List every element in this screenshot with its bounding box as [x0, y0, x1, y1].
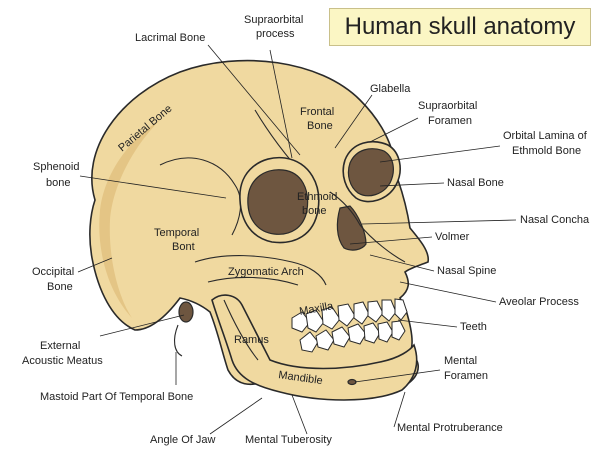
label-supraorbital-process-line1: Supraorbital [244, 14, 303, 26]
label-angle-of-jaw: Angle Of Jaw [150, 434, 215, 446]
label-glabella: Glabella [370, 83, 411, 95]
skull-illustration [89, 59, 430, 401]
inside-labels: Parietal Bone Frontal Bone Ethmoid bone … [116, 103, 337, 388]
outside-labels: Lacrimal Bone Supraorbital process Glabe… [22, 14, 590, 446]
upper-teeth [291, 298, 408, 333]
label-sphenoid-line1: Sphenoid [33, 161, 80, 173]
orbit-socket [247, 169, 309, 235]
title-box: Human skull anatomy [329, 8, 591, 46]
label-orbital-lamina-line2: Ethmold Bone [512, 145, 581, 157]
mandible-shape [211, 294, 418, 401]
zygomatic-lower [207, 276, 299, 286]
label-nasal-concha: Nasal Concha [520, 214, 590, 226]
label-frontal-line1: Frontal [300, 106, 334, 118]
label-occipital-line1: Occipital [32, 266, 74, 278]
label-occipital-line2: Bone [47, 281, 73, 293]
mental-foramen [347, 378, 357, 386]
lower-teeth [299, 320, 406, 353]
label-mental-foramen-line2: Foramen [444, 370, 488, 382]
nasal-bone-edge [329, 191, 406, 263]
leader-lines [77, 44, 517, 435]
label-external-acoustic-line2: Acoustic Meatus [22, 355, 103, 367]
label-supraorbital-foramen-line1: Supraorbital [418, 100, 477, 112]
label-nasal-spine: Nasal Spine [437, 265, 496, 277]
temporal-suture [159, 157, 242, 236]
label-ramus: Ramus [234, 334, 269, 346]
nasal-cavity [336, 205, 367, 251]
label-temporal-line2: Bont [172, 241, 195, 253]
label-external-acoustic-line1: External [40, 340, 80, 352]
label-zygomatic-arch: Zygomatic Arch [228, 266, 304, 278]
label-supraorbital-process-line2: process [256, 28, 295, 40]
label-ethmoid-line1: Ethmoid [297, 191, 337, 203]
orbit-right-socket [347, 148, 394, 197]
label-supraorbital-foramen-line2: Foramen [428, 115, 472, 127]
label-mental-foramen-line1: Mental [444, 355, 477, 367]
label-temporal-line1: Temporal [154, 227, 199, 239]
label-orbital-lamina-line1: Orbital Lamina of [503, 130, 588, 142]
zygomatic-edge [194, 255, 327, 286]
cranium-shade [99, 120, 160, 318]
label-teeth: Teeth [460, 321, 487, 333]
label-mental-tuberosity: Mental Tuberosity [245, 434, 332, 446]
label-frontal-line2: Bone [307, 120, 333, 132]
label-lacrimal-bone: Lacrimal Bone [135, 32, 205, 44]
page-title: Human skull anatomy [344, 13, 576, 40]
label-volmer: Volmer [435, 231, 470, 243]
label-mastoid-part: Mastoid Part Of Temporal Bone [40, 391, 193, 403]
ramus-edge [223, 299, 259, 361]
label-aveolar-process: Aveolar Process [499, 296, 579, 308]
acoustic-meatus [178, 301, 194, 323]
label-nasal-bone: Nasal Bone [447, 177, 504, 189]
mastoid-edge [173, 324, 183, 357]
label-sphenoid-line2: bone [46, 177, 70, 189]
label-ethmoid-line2: bone [302, 205, 326, 217]
label-mental-protruberance: Mental Protruberance [397, 422, 503, 434]
